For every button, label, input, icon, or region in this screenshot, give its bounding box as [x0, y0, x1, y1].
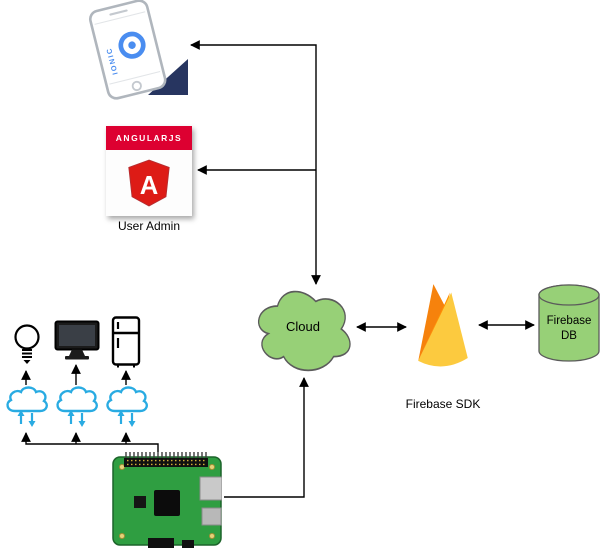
cylinder-top — [538, 284, 600, 306]
pi-ethernet-port — [201, 507, 222, 526]
bulb-globe — [14, 324, 40, 350]
firebase-db-label-line1: Firebase — [546, 315, 592, 327]
fridge-feet — [117, 364, 135, 368]
pi-small-chip — [134, 496, 146, 508]
bulb-base-lines — [22, 349, 32, 358]
database-cylinder — [538, 284, 600, 362]
gateway-cloud-shape — [106, 386, 148, 413]
iot-cloud-sync-icon — [3, 386, 49, 428]
angularjs-banner-text: ANGULARJS — [115, 133, 183, 143]
phone-screen-bottom — [109, 71, 161, 85]
raspberry-pi-board-icon — [112, 450, 223, 548]
monitor-icon — [54, 320, 100, 362]
gateway-up-arrow-head — [17, 410, 25, 416]
ionic-logo-dot — [128, 41, 136, 49]
gateway-down-arrow-head — [128, 421, 136, 427]
pi-mount-hole — [209, 464, 215, 470]
angularjs-shield: A — [106, 150, 192, 216]
firebase-flame-back — [418, 284, 445, 361]
angularjs-logo: ANGULARJS A — [106, 126, 192, 216]
light-bulb-icon — [12, 322, 42, 368]
cloud-shape — [258, 290, 351, 372]
monitor-base — [65, 356, 89, 360]
pi-mount-hole — [209, 533, 215, 539]
pi-soc-chip — [154, 490, 180, 516]
cloud-label: Cloud — [286, 319, 320, 334]
firebase-flame-icon — [410, 280, 476, 372]
phone-home-button — [131, 80, 142, 92]
ionic-phone-icon: IONIC — [85, 0, 174, 105]
gateway-down-arrow-head — [28, 421, 36, 427]
angular-letter: A — [140, 172, 159, 200]
gateway-up-arrow-head — [67, 410, 75, 416]
gateway-cloud-shape — [56, 386, 98, 413]
user-admin-label: User Admin — [117, 219, 181, 233]
pi-gpio-pins — [125, 452, 207, 458]
arrow-pi-to-cloud — [224, 377, 309, 498]
arrow-pi-to-gateway-1 — [21, 432, 159, 452]
firebase-sdk-label: Firebase SDK — [405, 397, 481, 411]
monitor-screen — [59, 325, 95, 346]
pi-hdmi-port — [148, 538, 174, 548]
iot-cloud-sync-icon — [53, 386, 99, 428]
cloud-node — [252, 283, 354, 375]
monitor-stand — [69, 349, 85, 356]
iot-cloud-sync-icon — [103, 386, 149, 428]
pi-audio-jack — [182, 540, 194, 548]
firebase-db-label-line2: DB — [561, 330, 577, 342]
pi-usb-port — [199, 476, 223, 501]
gateway-cloud-shape — [6, 386, 48, 413]
phone-screen-top — [94, 11, 146, 25]
pi-mount-hole — [119, 533, 125, 539]
gateway-up-arrow-head — [117, 410, 125, 416]
firebase-flame-front — [418, 292, 468, 367]
phone-speaker — [109, 9, 128, 16]
angularjs-banner: ANGULARJS — [106, 126, 192, 150]
pi-gpio-header — [124, 458, 208, 467]
pi-mount-hole — [119, 464, 125, 470]
angular-shield-shape — [128, 159, 170, 207]
gateway-down-arrow-head — [78, 421, 86, 427]
arrow-cloud-to-phone-and-cloud — [190, 40, 321, 285]
refrigerator-icon — [111, 316, 141, 368]
bulb-tip — [23, 360, 31, 364]
fridge-body — [111, 316, 141, 366]
